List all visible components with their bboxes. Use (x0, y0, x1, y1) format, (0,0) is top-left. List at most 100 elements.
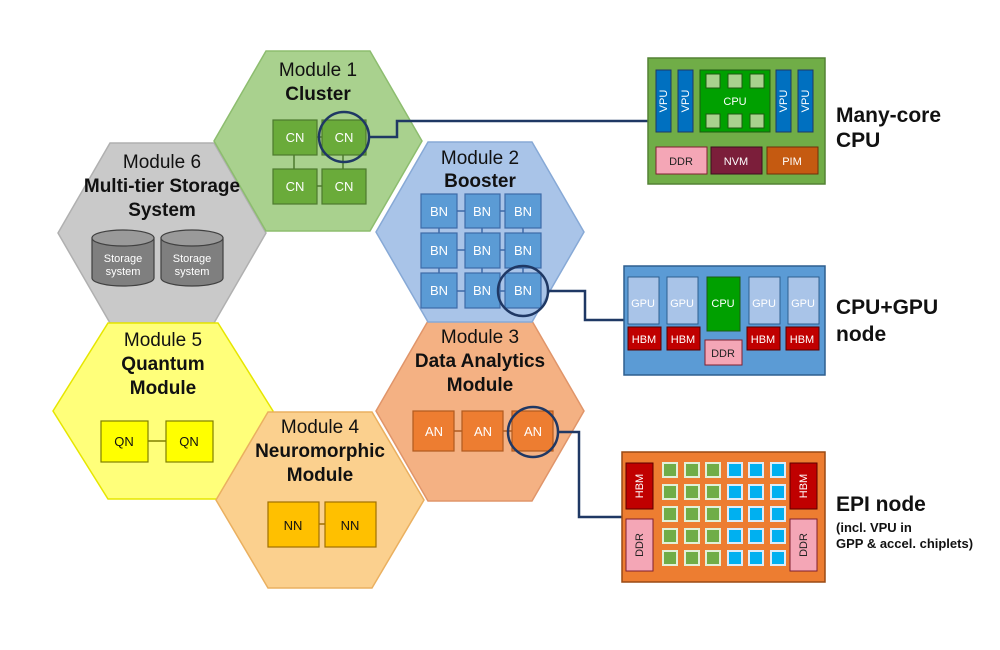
gpu-node-cpu-label: CPU (711, 298, 734, 310)
hbm-label: HBM (632, 334, 656, 346)
gpp-core (662, 528, 678, 544)
module-1-subtitle: Cluster (285, 84, 351, 105)
gpp-core (684, 528, 700, 544)
module-2-subtitle: Booster (444, 171, 516, 192)
accelerator-core (727, 462, 743, 478)
pim-block (766, 146, 819, 175)
booster-node (464, 193, 501, 229)
vpu-block (775, 69, 792, 133)
ddr-block (655, 146, 708, 175)
gpu-block (787, 276, 820, 325)
module-3-subtitle: Data Analytics (415, 351, 545, 372)
module-4-title: Module 4 (281, 417, 360, 438)
accelerator-core (770, 462, 786, 478)
analytics-node-label: AN (425, 424, 443, 439)
booster-node-label: BN (514, 243, 532, 258)
module-3-subtitle-line2: Module (447, 375, 514, 396)
cpu-label: CPU (723, 96, 746, 108)
booster-node (420, 193, 458, 229)
booster-node (504, 193, 542, 229)
cpu-core (727, 73, 743, 89)
booster-node (504, 232, 542, 269)
gpp-core (684, 506, 700, 522)
neuromorphic-node-label: NN (284, 518, 303, 533)
booster-node-label: BN (514, 204, 532, 219)
epi-ddr-label: DDR (798, 533, 810, 557)
accelerator-core (727, 528, 743, 544)
neuromorphic-node-label: NN (341, 518, 360, 533)
nvm-label: NVM (724, 156, 748, 168)
ddr-label: DDR (669, 156, 693, 168)
booster-node-label: BN (473, 204, 491, 219)
booster-node-label: BN (430, 283, 448, 298)
epi-chiplet-grid (662, 462, 786, 566)
booster-node (420, 272, 458, 309)
module-2-title: Module 2 (441, 148, 519, 169)
vpu-block (677, 69, 694, 133)
vpu-block (797, 69, 814, 133)
gpu-node-cpu-block (706, 276, 741, 332)
epi-ddr-label: DDR (634, 533, 646, 557)
booster-node (464, 272, 501, 309)
booster-node-label: BN (430, 204, 448, 219)
module-1-title: Module 1 (279, 60, 357, 81)
booster-node (464, 232, 501, 269)
quantum-node-label: QN (114, 434, 134, 449)
analytics-node-label: AN (524, 424, 542, 439)
gpp-core (684, 462, 700, 478)
cpu-core (705, 113, 721, 129)
analytics-node-label: AN (474, 424, 492, 439)
epi-hbm-block (789, 462, 818, 510)
many-core-cpu-label: Many-core (836, 104, 941, 127)
compute-node (321, 119, 367, 156)
storage-cylinder-right (160, 229, 224, 287)
module-6-subtitle-line2: System (128, 200, 196, 221)
hbm-label: HBM (790, 334, 814, 346)
epi-node-note: (incl. VPU in (836, 520, 912, 535)
module-5-title: Module 5 (124, 330, 202, 351)
compute-node (321, 168, 367, 205)
neuromorphic-node (324, 501, 377, 548)
gpu-label: GPU (752, 298, 776, 310)
nvm-block (710, 146, 763, 175)
compute-node (272, 168, 318, 205)
accelerator-core (748, 484, 764, 500)
gpp-core (705, 528, 721, 544)
accelerator-core (727, 484, 743, 500)
accelerator-core (727, 506, 743, 522)
gpu-block (666, 276, 699, 325)
gpp-core (684, 550, 700, 566)
accelerator-core (770, 506, 786, 522)
booster-node (504, 272, 542, 309)
connector-analytics-to-epi (558, 430, 622, 519)
compute-node (272, 119, 318, 156)
quantum-node-label: QN (179, 434, 199, 449)
compute-node-label: CN (286, 179, 305, 194)
analytics-node (461, 410, 504, 452)
storage-label-line2: system (175, 266, 210, 278)
epi-node-label: EPI node (836, 493, 926, 516)
cpu-core (727, 113, 743, 129)
module-4-subtitle: Neuromorphic (255, 441, 385, 462)
gpu-node-ddr-label: DDR (711, 348, 735, 360)
epi-hbm-label: HBM (634, 474, 646, 498)
accelerator-core (748, 528, 764, 544)
storage-label: Storage (173, 253, 212, 265)
gpu-label: GPU (791, 298, 815, 310)
gpp-core (662, 506, 678, 522)
storage-label-line2: system (106, 266, 141, 278)
hbm-block (666, 326, 701, 351)
cpu-gpu-node-label: CPU+GPU (836, 296, 938, 319)
epi-hbm-block (625, 462, 654, 510)
hbm-block (785, 326, 820, 351)
epi-ddr-block (789, 518, 818, 572)
analytics-node (511, 410, 554, 452)
gpu-node-ddr-block (704, 339, 743, 366)
vpu-block (655, 69, 672, 133)
accelerator-core (770, 550, 786, 566)
accelerator-core (748, 462, 764, 478)
vpu-label: VPU (800, 90, 812, 113)
analytics-node (412, 410, 455, 452)
accelerator-core (770, 528, 786, 544)
